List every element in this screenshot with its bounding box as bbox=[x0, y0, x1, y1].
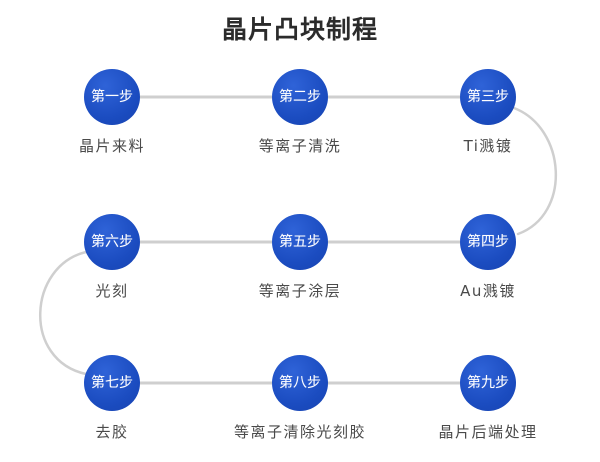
step-number-label-3: 第三步 bbox=[467, 89, 509, 105]
step-circle-1[interactable]: 第一步 bbox=[84, 69, 140, 125]
step-caption-4: Au溅镀 bbox=[460, 282, 516, 300]
step-circle-6[interactable]: 第六步 bbox=[84, 214, 140, 270]
step-circle-8[interactable]: 第八步 bbox=[272, 355, 328, 411]
step-number-label-6: 第六步 bbox=[91, 234, 133, 250]
step-number-label-7: 第七步 bbox=[91, 375, 133, 391]
step-number-label-2: 第二步 bbox=[279, 89, 321, 105]
step-caption-8: 等离子清除光刻胶 bbox=[233, 423, 366, 441]
step-caption-3: Ti溅镀 bbox=[463, 137, 513, 155]
step-number-label-1: 第一步 bbox=[91, 89, 133, 105]
step-circle-7[interactable]: 第七步 bbox=[84, 355, 140, 411]
step-caption-2: 等离子清洗 bbox=[258, 137, 342, 155]
connector-step6-step7 bbox=[39, 250, 88, 376]
step-circle-5[interactable]: 第五步 bbox=[272, 214, 328, 270]
step-number-label-8: 第八步 bbox=[279, 375, 321, 391]
step-circle-3[interactable]: 第三步 bbox=[460, 69, 516, 125]
step-circle-4[interactable]: 第四步 bbox=[460, 214, 516, 270]
step-caption-7: 去胶 bbox=[95, 423, 129, 441]
page-title: 晶片凸块制程 bbox=[221, 15, 378, 44]
step-caption-1: 晶片来料 bbox=[78, 137, 145, 155]
step-number-label-9: 第九步 bbox=[467, 375, 509, 391]
step-caption-5: 等离子涂层 bbox=[258, 282, 342, 300]
connector-step3-step4 bbox=[512, 106, 558, 236]
step-caption-6: 光刻 bbox=[95, 282, 129, 300]
step-circle-9[interactable]: 第九步 bbox=[460, 355, 516, 411]
step-number-label-4: 第四步 bbox=[467, 234, 509, 250]
step-number-label-5: 第五步 bbox=[279, 234, 321, 250]
step-caption-9: 晶片后端处理 bbox=[438, 423, 538, 441]
step-circle-2[interactable]: 第二步 bbox=[272, 69, 328, 125]
